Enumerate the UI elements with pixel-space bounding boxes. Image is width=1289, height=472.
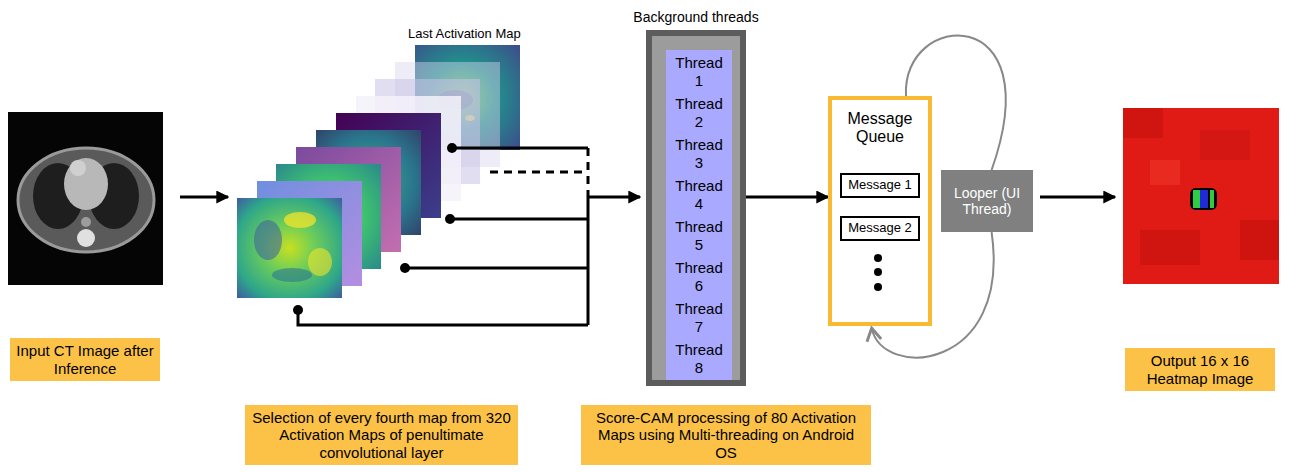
message-queue: Message QueueMessage 1 Message 2	[828, 96, 932, 326]
flow-arrow	[1040, 196, 1115, 199]
thread-box: Thread 4	[666, 173, 732, 216]
node-text: Thread 4	[671, 177, 727, 212]
thread-box: Thread 6	[666, 255, 732, 298]
caption-box: Output 16 x 16 Heatmap Image	[1125, 348, 1275, 391]
activation-map-stack	[237, 45, 520, 298]
connection-dot	[293, 143, 457, 315]
map-label: Last Activation Map	[408, 26, 521, 41]
node-text: Looper (UI Thread)	[946, 185, 1028, 217]
node-text: Input CT Image after Inference	[15, 342, 155, 377]
node-text: Score-CAM processing of 80 Activation Ma…	[586, 409, 866, 461]
looper-box: Looper (UI Thread)	[941, 170, 1033, 232]
node-text: Message 1	[848, 178, 912, 193]
thread-box: Thread 1	[666, 50, 732, 93]
flow-arrow	[180, 196, 228, 199]
message-box: Message 1	[840, 173, 920, 198]
node-text: Thread 1	[671, 54, 727, 89]
flow-arrow	[588, 196, 640, 199]
node-text: Thread 5	[671, 218, 727, 253]
thread-box: Thread 7	[666, 296, 732, 339]
node-text: Message Queue	[832, 100, 928, 147]
thread-box: Thread 8	[666, 337, 732, 380]
thread-panel: Background threadsThread 1Thread 2Thread…	[646, 30, 746, 386]
heatmap-image	[1123, 108, 1279, 284]
node-text: Thread 2	[671, 95, 727, 130]
node-text: Thread 8	[671, 341, 727, 376]
ellipsis-dots	[874, 254, 882, 291]
connector	[906, 35, 1006, 170]
panel-heading: Background threads	[622, 9, 770, 25]
caption-box: Input CT Image after Inference	[10, 338, 160, 381]
thread-box: Thread 5	[666, 214, 732, 257]
node-text: Selection of every fourth map from 320 A…	[250, 409, 513, 461]
connector	[746, 196, 828, 199]
map-leader-lines	[298, 148, 588, 325]
node-text: Output 16 x 16 Heatmap Image	[1130, 352, 1270, 387]
ct-image	[8, 112, 163, 285]
connector	[872, 232, 994, 357]
node-text: Message 2	[848, 221, 912, 236]
thread-box: Thread 2	[666, 91, 732, 134]
node-text: Thread 7	[671, 300, 727, 335]
caption-box: Score-CAM processing of 80 Activation Ma…	[581, 405, 871, 465]
thread-box: Thread 3	[666, 132, 732, 175]
node-text: Thread 3	[671, 136, 727, 171]
caption-box: Selection of every fourth map from 320 A…	[245, 405, 518, 465]
node-text: Thread 6	[671, 259, 727, 294]
message-box: Message 2	[840, 216, 920, 241]
